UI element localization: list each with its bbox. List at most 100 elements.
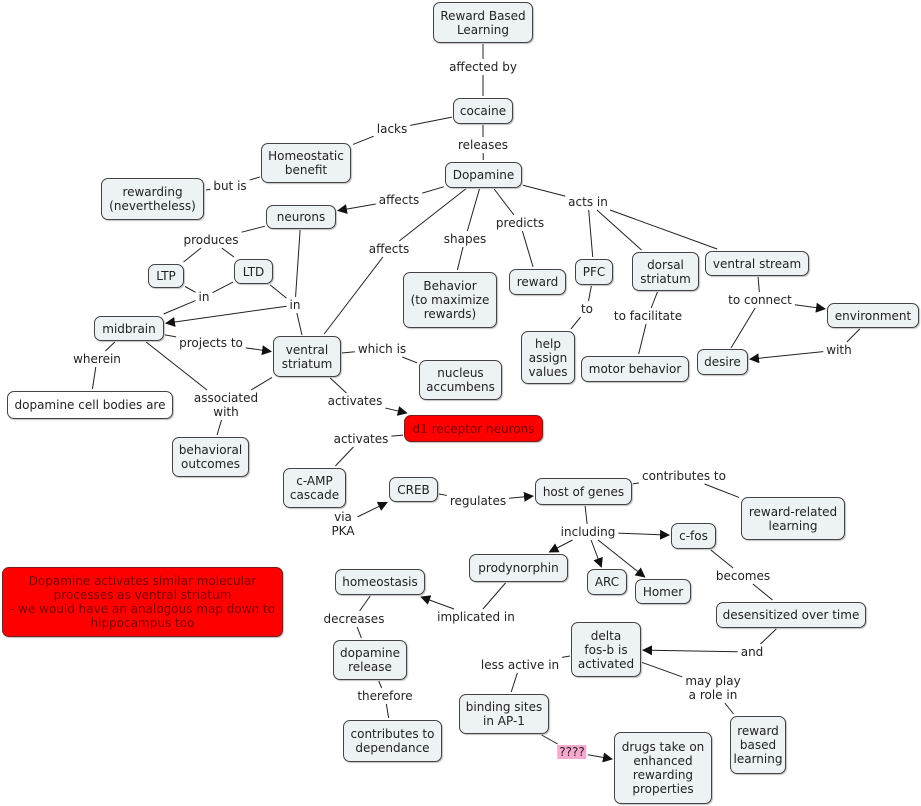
concept-behavioral-outcomes[interactable]: behavioral outcomes	[172, 437, 249, 477]
connector-lacks-to-homeostatic	[352, 135, 374, 145]
concept-delta-fos-b[interactable]: delta fos-b is activated	[571, 622, 641, 677]
link-label-to-connect: to connect	[726, 293, 794, 307]
concept-creb[interactable]: CREB	[389, 477, 438, 502]
connector-binding-to-qqqq	[541, 734, 558, 745]
connector-vstriatum-to-activates1	[329, 377, 347, 394]
concept-reward-related-learning[interactable]: reward-related learning	[741, 497, 845, 540]
connector-vstriatum-to-in2	[296, 312, 303, 336]
connector-midbrain-to-associated_with	[145, 341, 208, 391]
concept-reward[interactable]: reward	[509, 269, 566, 295]
concept-dopamine-cell-bodies[interactable]: dopamine cell bodies are	[7, 391, 173, 419]
connector-implicated_in-to-homeostasis	[420, 595, 455, 610]
link-label-releases: releases	[455, 138, 511, 152]
concept-help-assign-values[interactable]: help assign values	[521, 331, 575, 384]
link-label-therefore: therefore	[355, 689, 415, 703]
connector-less_active_in-to-binding	[510, 672, 518, 693]
connector-activates1-to-d1	[385, 406, 408, 416]
link-label-in: in	[196, 290, 212, 304]
concept-c-fos[interactable]: c-fos	[671, 523, 716, 549]
concept-reward-based-learning[interactable]: Reward Based Learning	[433, 2, 533, 43]
concept-midbrain[interactable]: midbrain	[94, 316, 164, 341]
link-label-affects: affects	[366, 242, 412, 256]
concept-motor-behavior[interactable]: motor behavior	[581, 356, 689, 382]
concept-neurons[interactable]: neurons	[266, 205, 336, 229]
concept-behavior[interactable]: Behavior (to maximize rewards)	[403, 272, 497, 328]
connector-creb-to-regulates	[438, 493, 447, 496]
note-hippocampus-analogy[interactable]: Dopamine activates similar molecular pro…	[2, 567, 283, 637]
connector-genes-to-including	[584, 505, 588, 525]
connector-affects1-to-neurons	[337, 203, 376, 214]
link-label-less-active-in: less active in	[478, 658, 562, 672]
connector-ltd-to-in2	[269, 284, 287, 299]
connector-vstriatum-to-associated_with	[250, 377, 273, 391]
concept-reward-based-learning-small[interactable]: reward based learning	[730, 716, 786, 774]
link-label-activates: activates	[325, 394, 385, 408]
link-label-lacks: lacks	[374, 122, 410, 136]
connector-midbrain-to-projects_to	[164, 334, 177, 338]
link-label-affects: affects	[376, 193, 422, 207]
concept-homeostatic-benefit[interactable]: Homeostatic benefit	[261, 143, 351, 183]
connector-including-to-arc	[590, 539, 603, 568]
connector-ltd-to-in1	[212, 281, 234, 294]
concept-drugs-enhanced-rewarding[interactable]: drugs take on enhanced rewarding propert…	[614, 732, 712, 804]
concept-nucleus-accumbens[interactable]: nucleus accumbens	[419, 360, 502, 400]
connector-pfc-to-to1	[588, 285, 592, 302]
connector-but_is-to-rewarding	[205, 188, 211, 191]
connector-produces-to-ltd	[221, 247, 235, 258]
link-label-produces: produces	[181, 233, 241, 247]
concept-environment[interactable]: environment	[827, 303, 919, 328]
concept-pfc[interactable]: PFC	[575, 259, 613, 285]
concept-homeostasis[interactable]: homeostasis	[335, 569, 425, 595]
connector-neurons-to-in2	[295, 229, 301, 298]
concept-d1-receptor-neurons[interactable]: d1 receptor neurons	[404, 415, 543, 442]
connector-neurons-to-produces	[241, 225, 266, 233]
concept-desensitized-over-time[interactable]: desensitized over time	[716, 602, 866, 628]
link-label-may-play-a-role-in: may play a role in	[683, 674, 743, 702]
concept-dopamine[interactable]: Dopamine	[445, 162, 522, 188]
connector-dstriatum-to-to_facilitate	[650, 291, 658, 309]
connector-cfos-to-becomes	[710, 549, 734, 569]
concept-cocaine[interactable]: cocaine	[453, 98, 513, 124]
connector-contributes_to-to-rrl	[704, 483, 740, 498]
concept-ltp[interactable]: LTP	[148, 264, 184, 288]
concept-dopamine-release[interactable]: dopamine release	[333, 640, 407, 680]
connector-dopamine-to-affects1	[422, 186, 445, 194]
connector-genes-to-contributes_to	[632, 482, 640, 485]
concept-contributes-to-dependance[interactable]: contributes to dependance	[343, 720, 442, 762]
connector-regulates-to-genes	[509, 491, 534, 502]
concept-rewarding-nevertheless[interactable]: rewarding (nevertheless)	[101, 178, 204, 220]
concept-camp-cascade[interactable]: c-AMP cascade	[283, 468, 346, 508]
concept-host-of-genes[interactable]: host of genes	[535, 478, 632, 505]
link-label-question-marks: ????	[557, 745, 587, 759]
link-label-regulates: regulates	[447, 494, 509, 508]
connector-homeostatic-to-but_is	[249, 176, 261, 181]
connector-activates2-to-camp	[335, 446, 354, 467]
concept-ventral-stream[interactable]: ventral stream	[705, 251, 809, 276]
connector-deltafosb-to-less_active_in	[562, 655, 571, 658]
connector-via_pka-to-creb	[357, 501, 388, 518]
connector-dopamine-to-shapes	[466, 188, 480, 232]
concept-desire[interactable]: desire	[697, 349, 748, 375]
link-label-decreases: decreases	[321, 612, 387, 626]
connector-desire-to-to_connect	[730, 307, 756, 349]
connector-decreases-to-release	[356, 626, 362, 639]
link-label-including: including	[558, 525, 618, 539]
connector-deltafosb-to-may_play	[641, 661, 683, 678]
connector-ltp-to-in1	[184, 286, 196, 293]
connector-affects2-to-vstriatum	[323, 256, 384, 335]
concept-arc[interactable]: ARC	[587, 569, 627, 595]
connector-to_facilitate-to-motor	[638, 323, 647, 355]
concept-dorsal-striatum[interactable]: dorsal striatum	[632, 252, 699, 291]
connector-cocaine-to-lacks	[410, 116, 453, 126]
concept-homer[interactable]: Homer	[635, 579, 691, 604]
concept-prodynorphin[interactable]: prodynorphin	[469, 554, 568, 582]
concept-ltd[interactable]: LTD	[234, 259, 273, 284]
link-label-wherein: wherein	[71, 352, 123, 366]
concept-ventral-striatum[interactable]: ventral striatum	[273, 336, 341, 377]
connector-acts_in-to-dstriatum	[596, 209, 642, 251]
connector-with-to-desire	[749, 351, 824, 364]
connector-to1-to-help	[570, 316, 581, 330]
connector-in1-to-midbrain	[163, 300, 196, 315]
concept-binding-sites-ap1[interactable]: binding sites in AP-1	[459, 694, 549, 734]
